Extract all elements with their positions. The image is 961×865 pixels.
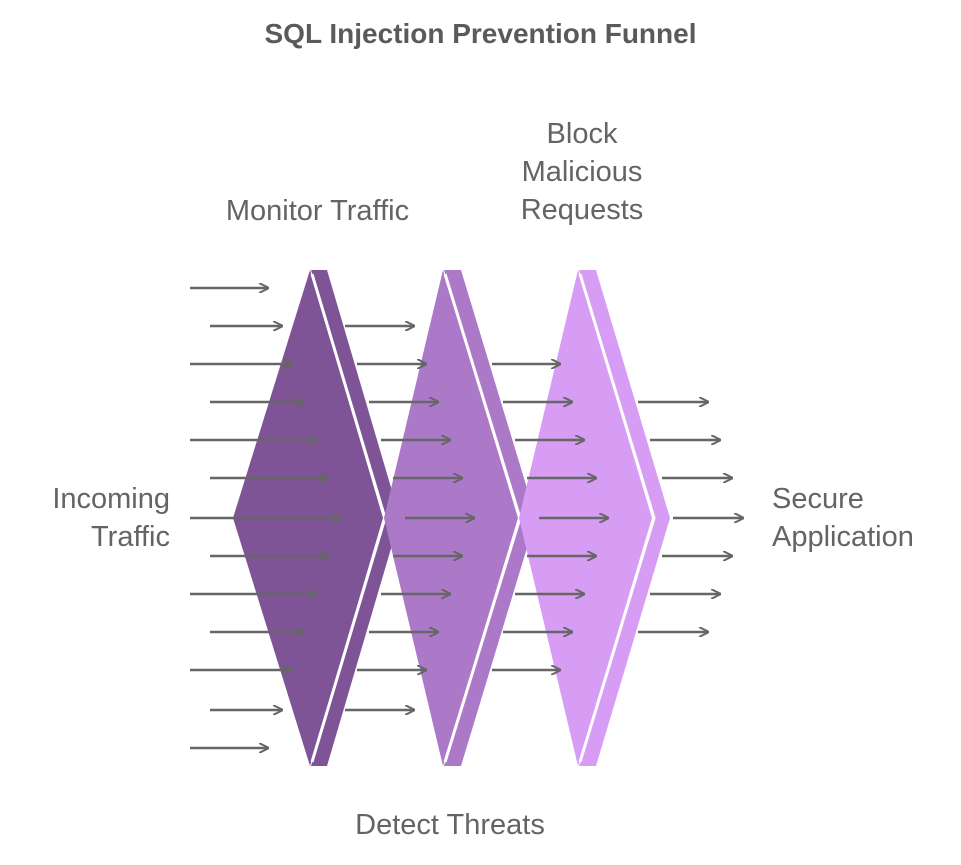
stage-monitor-traffic-edge: [311, 270, 400, 766]
label-incoming-line1: Incoming: [52, 483, 170, 515]
label-secure-application: Secure Application: [772, 480, 957, 556]
traffic-arrows: [190, 288, 743, 748]
stage-detect-threats-edge: [444, 270, 536, 766]
label-block-line1: Block: [546, 118, 618, 150]
label-secure-line1: Secure: [772, 483, 864, 515]
label-detect-threats: Detect Threats: [330, 806, 570, 844]
label-incoming-line2: Traffic: [91, 521, 170, 553]
label-monitor-text: Monitor Traffic: [225, 195, 410, 227]
diagram-title: SQL Injection Prevention Funnel: [264, 18, 697, 49]
label-block-malicious-requests: Block Malicious Requests: [482, 115, 682, 229]
label-monitor-traffic: Monitor Traffic: [200, 192, 435, 230]
stage-block-malicious-requests-divider: [578, 273, 656, 763]
label-block-line2: Malicious: [521, 156, 643, 188]
label-detect-text: Detect Threats: [355, 809, 545, 841]
label-incoming-traffic: Incoming Traffic: [10, 480, 170, 556]
label-secure-line2: Application: [772, 521, 914, 553]
stage-block-malicious-requests-edge: [579, 270, 670, 766]
label-block-line3: Requests: [520, 194, 644, 226]
